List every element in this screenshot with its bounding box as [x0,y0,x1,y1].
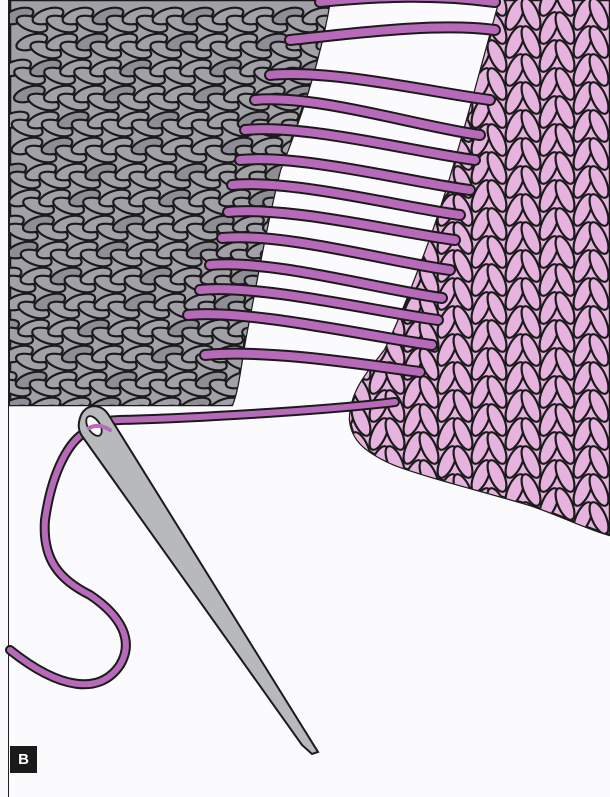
grey-stitch [254,368,303,399]
pink-stitch [332,458,375,495]
pink-stitch [434,528,477,565]
pink-stitch [366,528,409,565]
pink-stitch [468,514,511,551]
pink-stitch [434,52,477,89]
yarn-tail [10,402,395,684]
pink-stitch [400,486,443,523]
pink-stitch [366,472,409,509]
pink-stitch [366,500,409,537]
tapestry-needle-icon [79,406,318,754]
pink-stitch [502,528,545,565]
grey-stitch [284,368,333,399]
pink-stitch [332,38,375,75]
pink-stitch [434,500,477,537]
pink-stitch [332,486,375,523]
pink-stitch [400,38,443,75]
pink-stitch [400,514,443,551]
yarn-strand [320,0,495,2]
pink-stitch [332,514,375,551]
panel-label-badge: B [10,746,37,773]
